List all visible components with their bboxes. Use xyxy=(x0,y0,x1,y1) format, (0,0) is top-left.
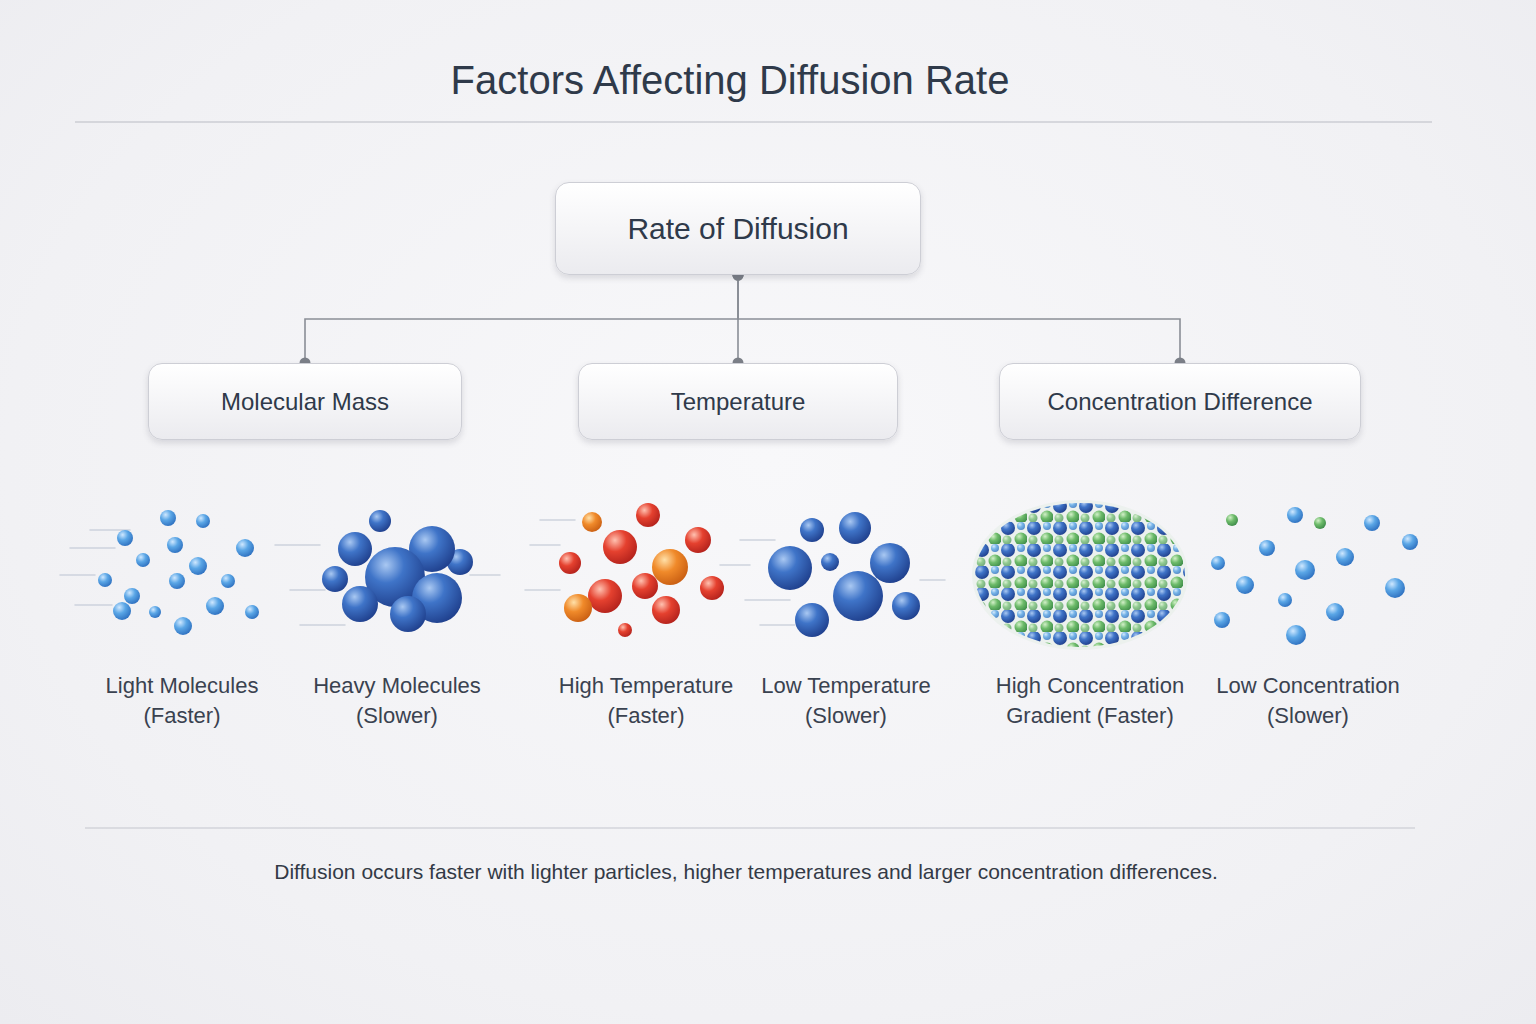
low-concentration-molecules xyxy=(1211,507,1418,645)
title-rule xyxy=(75,122,1432,123)
low-temperature-molecules xyxy=(768,512,920,637)
high-temperature-molecules xyxy=(559,503,724,637)
diagram-title: Factors Affecting Diffusion Rate xyxy=(0,58,1460,103)
root-box: Rate of Diffusion xyxy=(555,182,921,275)
factor-box: Molecular Mass xyxy=(148,363,462,440)
factor-caption: High Concentration Gradient (Faster) xyxy=(983,671,1198,731)
factor-caption: High Temperature (Faster) xyxy=(546,671,746,731)
caption-rule xyxy=(85,828,1415,829)
factor-box: Temperature xyxy=(578,363,898,440)
node-label: Rate of Diffusion xyxy=(627,212,848,246)
factor-caption: Low Concentration (Slower) xyxy=(1208,671,1408,731)
high-concentration-molecules xyxy=(970,500,1190,650)
factor-caption: Light Molecules (Faster) xyxy=(82,671,282,731)
factor-box: Concentration Difference xyxy=(999,363,1361,440)
light-molecules xyxy=(98,510,259,635)
diagram-caption: Diffusion occurs faster with lighter par… xyxy=(0,860,1492,884)
factor-caption: Heavy Molecules (Slower) xyxy=(297,671,497,731)
node-label: Molecular Mass xyxy=(221,388,389,416)
heavy-molecules xyxy=(322,510,473,632)
factor-caption: Low Temperature (Slower) xyxy=(749,671,944,731)
tree-connector xyxy=(300,270,744,369)
node-label: Temperature xyxy=(671,388,806,416)
node-label: Concentration Difference xyxy=(1047,388,1312,416)
tree-connector xyxy=(733,270,1186,369)
